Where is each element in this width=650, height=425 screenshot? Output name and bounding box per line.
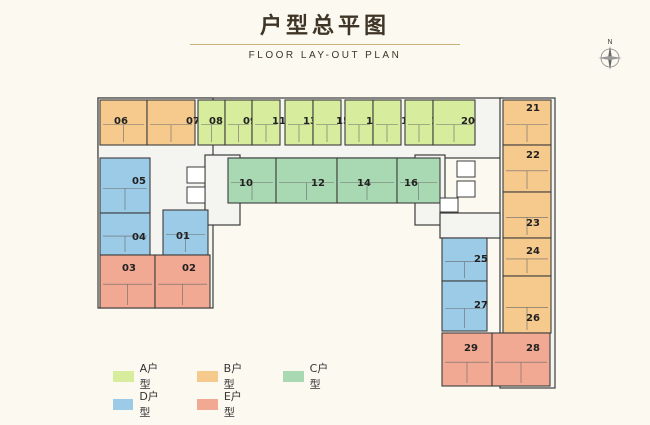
unit-area xyxy=(441,332,493,387)
unit-number: 11 xyxy=(272,116,286,127)
stair-core xyxy=(439,197,459,213)
unit-number: 25 xyxy=(474,254,488,265)
unit-10[interactable]: 10 xyxy=(227,157,277,204)
legend-label: E户型 xyxy=(223,390,242,419)
title-rule xyxy=(190,44,460,45)
legend-item-d: D户型 xyxy=(113,388,160,420)
unit-number: 29 xyxy=(464,343,478,354)
unit-number: 12 xyxy=(311,178,325,189)
unit-area xyxy=(432,99,476,146)
unit-number: 21 xyxy=(526,103,540,114)
legend-label: B户型 xyxy=(223,362,243,391)
legend-swatch xyxy=(197,370,218,382)
unit-04[interactable]: 04 xyxy=(99,212,151,256)
unit-number: 26 xyxy=(526,313,540,324)
unit-area xyxy=(312,99,342,146)
stair-core xyxy=(456,180,476,198)
legend-item-b: B户型 xyxy=(197,360,244,392)
unit-number: 02 xyxy=(182,263,196,274)
unit-number: 14 xyxy=(357,178,371,189)
unit-number: 04 xyxy=(132,232,146,243)
unit-29[interactable]: 29 xyxy=(441,332,493,387)
unit-number: 05 xyxy=(132,176,146,187)
unit-14[interactable]: 14 xyxy=(336,157,398,204)
unit-number: 15 xyxy=(336,116,350,127)
legend-item-a: A户型 xyxy=(113,360,160,392)
unit-24[interactable]: 24 xyxy=(502,237,552,277)
unit-number: 07 xyxy=(186,116,200,127)
unit-11[interactable]: 11 xyxy=(251,99,286,146)
floor-plan: 0607080911131517181920101214160504010302… xyxy=(97,97,556,389)
legend-label: D户型 xyxy=(139,390,159,419)
unit-number: 06 xyxy=(114,116,128,127)
unit-number: 01 xyxy=(176,231,190,242)
unit-23[interactable]: 23 xyxy=(502,191,552,239)
unit-number: 16 xyxy=(404,178,418,189)
stair-core xyxy=(186,166,206,184)
unit-03[interactable]: 03 xyxy=(99,254,156,309)
unit-number: 20 xyxy=(461,116,475,127)
legend-item-c: C户型 xyxy=(283,360,330,392)
unit-number: 10 xyxy=(239,178,253,189)
unit-01[interactable]: 01 xyxy=(162,209,209,256)
unit-21[interactable]: 21 xyxy=(502,99,552,146)
unit-25[interactable]: 25 xyxy=(441,237,488,282)
legend-swatch xyxy=(283,370,304,382)
unit-09[interactable]: 09 xyxy=(224,99,257,146)
unit-number: 27 xyxy=(474,300,488,311)
unit-02[interactable]: 02 xyxy=(154,254,211,309)
stair-core xyxy=(186,186,206,204)
legend-swatch xyxy=(113,398,134,410)
unit-27[interactable]: 27 xyxy=(441,280,488,332)
legend-swatch xyxy=(113,370,134,382)
north-label: N xyxy=(607,38,612,46)
plan-title: 户型总平图 xyxy=(259,13,390,39)
legend-swatch xyxy=(197,398,218,410)
unit-28[interactable]: 28 xyxy=(491,332,551,387)
unit-20[interactable]: 20 xyxy=(432,99,476,146)
unit-number: 23 xyxy=(526,218,540,229)
unit-number: 09 xyxy=(243,116,257,127)
unit-area xyxy=(502,237,552,277)
unit-08[interactable]: 08 xyxy=(197,99,226,146)
unit-06[interactable]: 06 xyxy=(99,99,148,146)
unit-22[interactable]: 22 xyxy=(502,144,552,193)
unit-number: 13 xyxy=(303,116,317,127)
unit-number: 28 xyxy=(526,343,540,354)
legend-item-e: E户型 xyxy=(197,388,244,420)
unit-16[interactable]: 16 xyxy=(396,157,441,204)
stair-core xyxy=(456,160,476,178)
unit-07[interactable]: 07 xyxy=(146,99,200,146)
unit-15[interactable]: 15 xyxy=(312,99,350,146)
corridor xyxy=(439,212,501,239)
unit-area xyxy=(396,157,441,204)
plan-subtitle: FLOOR LAY-OUT PLAN xyxy=(248,50,402,61)
legend-label: C户型 xyxy=(309,362,329,391)
unit-number: 22 xyxy=(526,150,540,161)
legend-label: A户型 xyxy=(139,362,159,391)
north-compass-icon: N xyxy=(598,38,622,70)
unit-area xyxy=(441,280,488,332)
unit-05[interactable]: 05 xyxy=(99,157,151,214)
unit-number: 03 xyxy=(122,263,136,274)
unit-12[interactable]: 12 xyxy=(275,157,338,204)
unit-13[interactable]: 13 xyxy=(284,99,317,146)
unit-26[interactable]: 26 xyxy=(502,275,552,334)
unit-number: 08 xyxy=(209,116,223,127)
unit-number: 24 xyxy=(526,246,540,257)
